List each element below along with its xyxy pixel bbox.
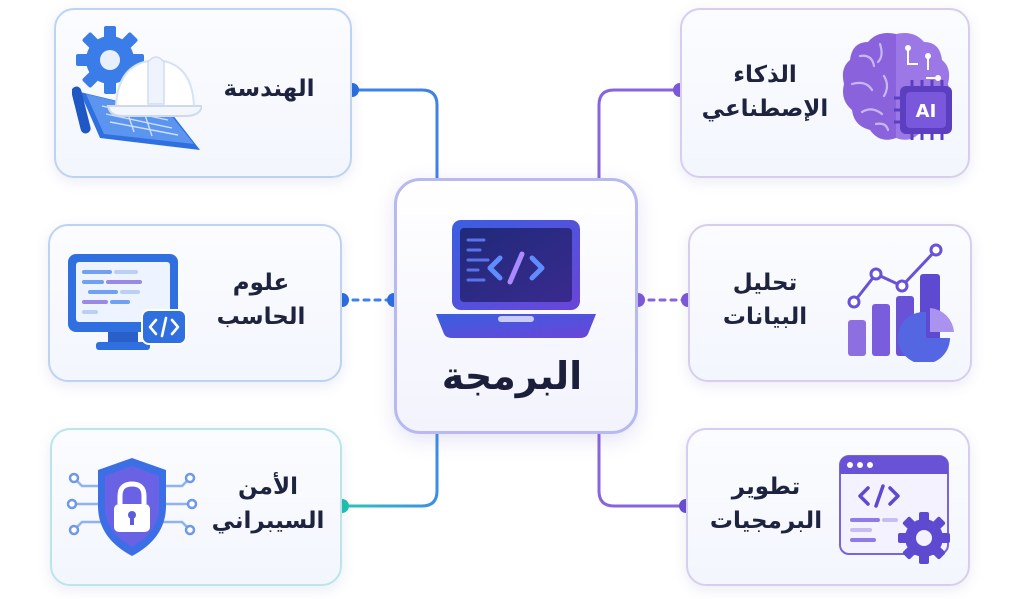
node-label-data-analysis: تحليل البيانات xyxy=(698,266,832,334)
monitor-code-icon xyxy=(68,254,187,350)
ai-brain-chip-icon: AI xyxy=(842,33,952,140)
node-card-engineering xyxy=(54,8,352,178)
node-label-engineering: الهندسة xyxy=(196,72,342,106)
shield-lock-icon xyxy=(66,458,198,556)
connector-software-dev xyxy=(597,432,688,508)
node-label-line: السيبراني xyxy=(211,508,325,534)
connector-ai xyxy=(597,88,682,180)
connector-cybersecurity xyxy=(340,432,439,508)
code-window-gear-icon xyxy=(839,455,950,564)
node-label-cybersecurity: الأمن السيبراني xyxy=(198,470,338,538)
svg-text:AI: AI xyxy=(916,101,937,122)
node-label-line: الأمن xyxy=(238,474,298,500)
node-label-line: الحاسب xyxy=(216,304,306,330)
node-label-line: الذكاء xyxy=(733,62,797,88)
node-label-line: الهندسة xyxy=(223,76,315,102)
laptop-code-icon xyxy=(436,220,596,338)
node-label-ai: الذكاء الإصطناعي xyxy=(690,58,840,126)
node-label-line: علوم xyxy=(232,270,290,296)
node-label-computer-science: علوم الحاسب xyxy=(196,266,326,334)
node-label-line: البيانات xyxy=(722,304,808,330)
chart-analytics-icon xyxy=(847,243,954,362)
node-label-line: تطوير xyxy=(731,474,801,500)
node-label-software-dev: تطوير البرمجيات xyxy=(696,470,836,538)
node-label-line: تحليل xyxy=(732,270,798,296)
node-label-line: البرمجيات xyxy=(709,508,823,534)
engineering-gear-helmet-icon xyxy=(72,26,202,150)
center-title: البرمجة xyxy=(441,354,583,398)
connector-engineering xyxy=(350,88,439,180)
node-label-line: الإصطناعي xyxy=(701,96,829,122)
